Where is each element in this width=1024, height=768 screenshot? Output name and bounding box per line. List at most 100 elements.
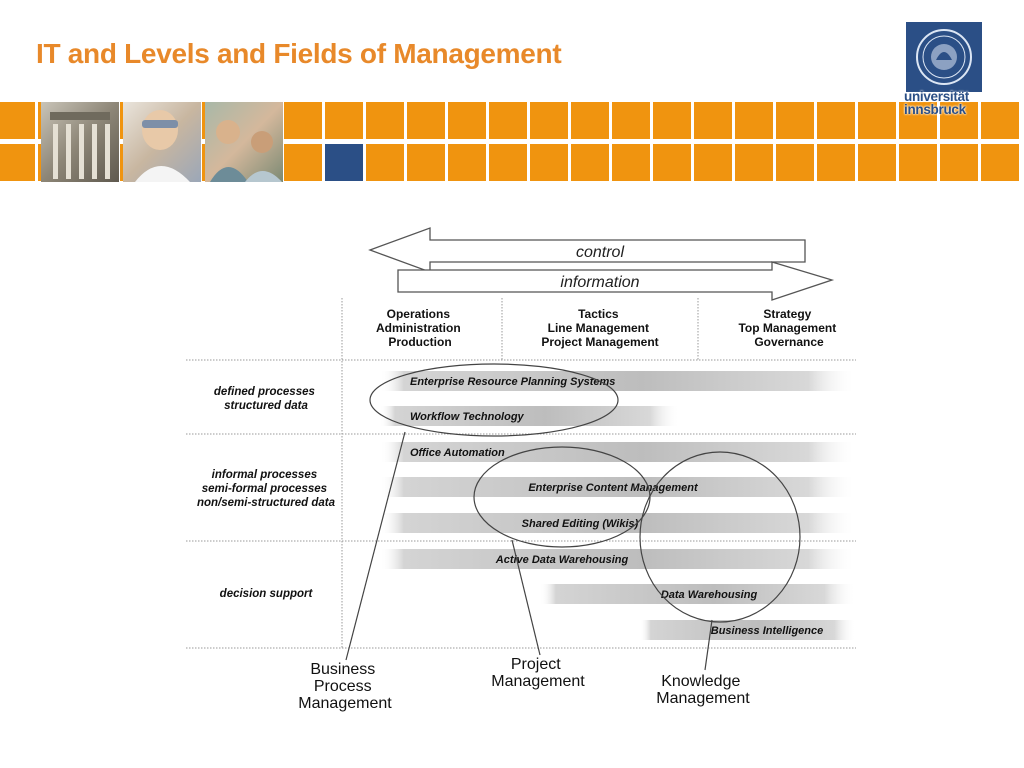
column-headers: Operations Administration Production Tac… — [376, 307, 839, 349]
row-header-informal: informal processes semi-formal processes… — [197, 469, 336, 509]
column-header-line: Tactics — [578, 307, 619, 321]
row-header-line: defined processes — [214, 386, 315, 398]
bar-dw — [540, 584, 856, 604]
banner-tile — [694, 144, 732, 181]
field-label-line: Business — [310, 661, 375, 678]
logo-line-2: innsbruck — [904, 102, 966, 117]
university-logo: universität innsbruck — [904, 22, 984, 182]
column-header-line: Operations — [387, 307, 451, 321]
banner-tile — [0, 144, 35, 181]
banner-tile — [653, 102, 691, 139]
system-label-dw: Data Warehousing — [661, 589, 758, 601]
field-label-line: Project — [511, 656, 561, 673]
system-label-office: Office Automation — [410, 447, 505, 459]
banner-tile — [981, 102, 1019, 139]
banner-tile — [448, 144, 486, 181]
row-header-decision: decision support — [220, 588, 314, 600]
field-label-line: Management — [298, 695, 392, 712]
row-header-line: decision support — [220, 588, 314, 600]
row-header-line: semi-formal processes — [202, 483, 327, 495]
banner-tile — [776, 102, 814, 139]
ellipse-bpm — [369, 363, 619, 437]
banner-tile — [407, 144, 445, 181]
bar-adw — [380, 549, 856, 569]
field-label-bpm: Business Process Management — [298, 661, 392, 712]
banner-tile — [940, 102, 978, 139]
banner-tile — [448, 102, 486, 139]
column-header-operations: Operations Administration Production — [376, 307, 464, 349]
banner-tile — [366, 144, 404, 181]
field-labels: Business Process Management Project Mana… — [298, 656, 750, 712]
system-labels: Enterprise Resource Planning Systems Wor… — [410, 376, 823, 637]
banner-tile — [858, 144, 896, 181]
banner-tile — [940, 144, 978, 181]
information-arrow: information — [397, 261, 835, 301]
control-label: control — [576, 244, 624, 261]
row-headers: defined processes structured data inform… — [197, 386, 336, 600]
pointer-lines — [345, 431, 713, 671]
banner-tile — [571, 144, 609, 181]
column-header-line: Production — [388, 335, 451, 349]
row-header-line: informal processes — [212, 469, 317, 481]
column-header-line: Project Management — [541, 335, 658, 349]
column-header-strategy: Strategy Top Management Governance — [738, 307, 839, 349]
bar-erp — [380, 371, 856, 391]
banner-tile — [981, 144, 1019, 181]
slide-title: IT and Levels and Fields of Management — [36, 38, 562, 69]
banner-tile — [735, 144, 773, 181]
field-ellipses — [369, 363, 801, 623]
banner-tile — [366, 102, 404, 139]
field-label-line: Management — [656, 690, 750, 707]
control-arrow: control — [368, 227, 806, 273]
field-label-pm: Project Management — [491, 656, 585, 690]
banner-tile — [407, 102, 445, 139]
field-label-line: Process — [314, 678, 372, 695]
banner-tile — [612, 144, 650, 181]
photo-building — [41, 102, 119, 182]
banner-tile — [325, 144, 363, 181]
system-label-erp: Enterprise Resource Planning Systems — [410, 376, 615, 388]
row-header-line: structured data — [224, 400, 308, 412]
row-header-line: non/semi-structured data — [197, 497, 336, 509]
system-label-bi: Business Intelligence — [711, 625, 823, 637]
system-label-adw: Active Data Warehousing — [495, 554, 629, 566]
information-label: information — [560, 274, 639, 291]
bar-workflow — [380, 406, 680, 426]
system-bars — [380, 371, 856, 640]
banner-tile — [653, 144, 691, 181]
bar-wikis — [380, 513, 856, 533]
system-label-ecm: Enterprise Content Management — [528, 482, 699, 494]
ellipse-km — [639, 451, 801, 623]
photo-scientist — [123, 102, 201, 182]
field-label-line: Management — [491, 673, 585, 690]
photo-students — [205, 102, 283, 182]
banner-tile — [284, 102, 322, 139]
banner-tile — [530, 144, 568, 181]
university-seal-icon — [906, 22, 982, 92]
banner-tile — [489, 144, 527, 181]
bar-office — [380, 442, 856, 462]
bar-bi — [640, 620, 856, 640]
banner-tile — [899, 102, 937, 139]
banner-strip — [0, 102, 1019, 182]
bar-ecm — [380, 477, 856, 497]
banner-tile — [817, 102, 855, 139]
banner-tile — [571, 102, 609, 139]
field-label-line: Knowledge — [661, 673, 740, 690]
banner-tile — [489, 102, 527, 139]
column-header-tactics: Tactics Line Management Project Manageme… — [541, 307, 658, 349]
logo-line-1: universität — [904, 89, 969, 104]
banner-tile — [735, 102, 773, 139]
system-label-wikis: Shared Editing (Wikis) — [522, 518, 639, 530]
banner-tile — [0, 102, 35, 139]
banner-tile — [817, 144, 855, 181]
system-label-workflow: Workflow Technology — [410, 411, 525, 423]
column-header-line: Line Management — [548, 321, 649, 335]
banner-tile — [858, 102, 896, 139]
column-header-line: Governance — [754, 335, 824, 349]
banner-tile — [325, 102, 363, 139]
column-header-line: Administration — [376, 321, 461, 335]
row-header-defined: defined processes structured data — [214, 386, 318, 412]
banner-tile — [694, 102, 732, 139]
